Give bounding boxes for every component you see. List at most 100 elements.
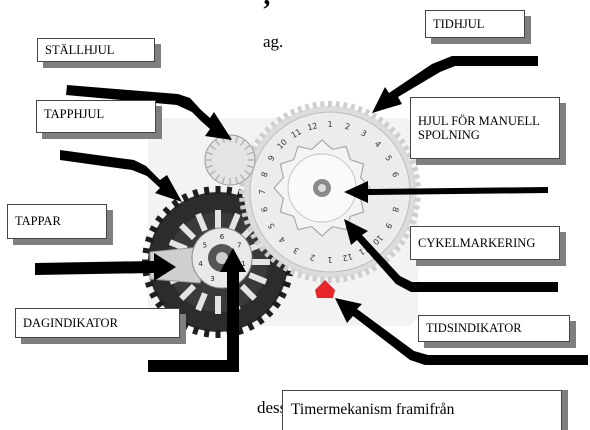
pin-segment [195,292,208,312]
gear-tooth [255,315,265,325]
gear-tooth [388,126,396,134]
gear-tooth [335,101,340,108]
gear-tooth [241,212,249,218]
gear-tooth [320,101,325,108]
gear-tooth [155,299,165,309]
pin-segment [239,283,257,301]
gear-tooth [398,239,406,246]
setting-wheel [204,134,256,186]
gear-tooth [411,212,419,218]
arrow-stallhjul [66,85,232,140]
gear-tooth [411,166,419,172]
fragment-comma: ’ [262,0,272,26]
arrow-cykelmarkering [344,219,558,292]
dial-number: 4 [277,235,287,245]
dial-number: 12 [341,252,353,263]
arrow-tapphjul [60,150,182,202]
gear-tooth [162,206,172,216]
gear-tooth [304,273,310,281]
label-tidhjul: TIDHJUL [425,10,525,38]
fragment-ag: ag. [263,32,284,51]
arrow-manuell [344,181,548,203]
gear-tooth [250,232,258,240]
gear-tooth [192,188,200,199]
gear-tooth [335,276,340,283]
gear-tooth [409,158,417,165]
gear-tooth [281,280,292,288]
gear-tooth [142,247,152,254]
gear-tooth [312,102,318,109]
gear-tooth [398,138,406,145]
gear-tooth [296,105,303,113]
day-number: 7 [237,241,241,249]
label-cykelmarkering: CYKELMARKERING [410,226,560,260]
gear-tooth [276,260,283,268]
gear-tooth [350,273,356,281]
gear-tooth [296,271,303,279]
setting-ridge [246,151,255,156]
day-number: 6 [220,233,225,241]
day-indicator-disc: 6712345 [191,227,253,289]
gear-tooth [357,271,364,279]
gear-tooth [364,108,371,116]
pin-segment [228,212,241,232]
gear-tooth [239,190,245,194]
gear-tooth [259,245,267,253]
setting-ridge [234,135,239,144]
day-number: 1 [241,260,245,268]
dial-number: 9 [383,221,393,230]
gear-tooth [144,280,155,288]
label-tapphjul: TAPPHJUL [36,100,156,133]
label-hjul-for-manuell-spolning: HJUL FÖR MANUELL SPOLNING [410,97,560,159]
gear-tooth [264,308,274,318]
gear-tooth [246,321,255,331]
setting-ridge [221,176,226,185]
dial-number: 6 [260,206,270,213]
gear-tooth [250,144,258,152]
gear-tooth [393,245,401,253]
setting-ridge [214,174,221,181]
setting-ridge [205,164,214,169]
arrow-tidhjul [372,56,538,113]
gear-tooth [264,250,272,258]
gear-tooth [181,321,190,331]
gear-tooth [203,186,210,196]
gear-tooth [377,116,384,124]
gear-tooth [370,264,378,272]
gear-tooth [388,250,396,258]
setting-ridge [239,174,246,181]
gear-tooth [342,275,348,282]
setting-ridge [239,139,246,146]
gear-tooth [383,121,391,129]
dial-number: 1 [327,255,332,264]
gear-tooth [215,330,221,338]
time-indicator-pointer [315,280,335,298]
gear-tooth [304,103,310,111]
label-dagindikator: DAGINDIKATOR [15,308,180,338]
setting-wheel-ridges [205,135,255,185]
gear-tooth [289,108,296,116]
dial-number: 3 [292,245,301,255]
gear-tooth [357,105,364,113]
arrow-dagindikator [148,248,246,372]
setting-ridge [205,151,214,156]
label-stallhjul: STÄLLHJUL [37,38,155,62]
arrow-tidsindikator [335,298,588,365]
dial-number: 1 [327,120,332,129]
gear-tooth [226,186,233,196]
gear-tooth [149,225,159,234]
gear-tooth [370,112,378,120]
gear-tooth [414,182,421,187]
gear-tooth [144,236,155,244]
dial-number: 2 [344,122,351,132]
day-number: 3 [210,275,214,283]
gear-tooth [402,232,410,240]
gear-tooth [259,131,267,139]
pin-segment [179,283,197,301]
gear-tooth [155,215,165,225]
setting-ridge [209,169,216,176]
gear-tooth [342,102,348,109]
gear-tooth [243,219,251,226]
